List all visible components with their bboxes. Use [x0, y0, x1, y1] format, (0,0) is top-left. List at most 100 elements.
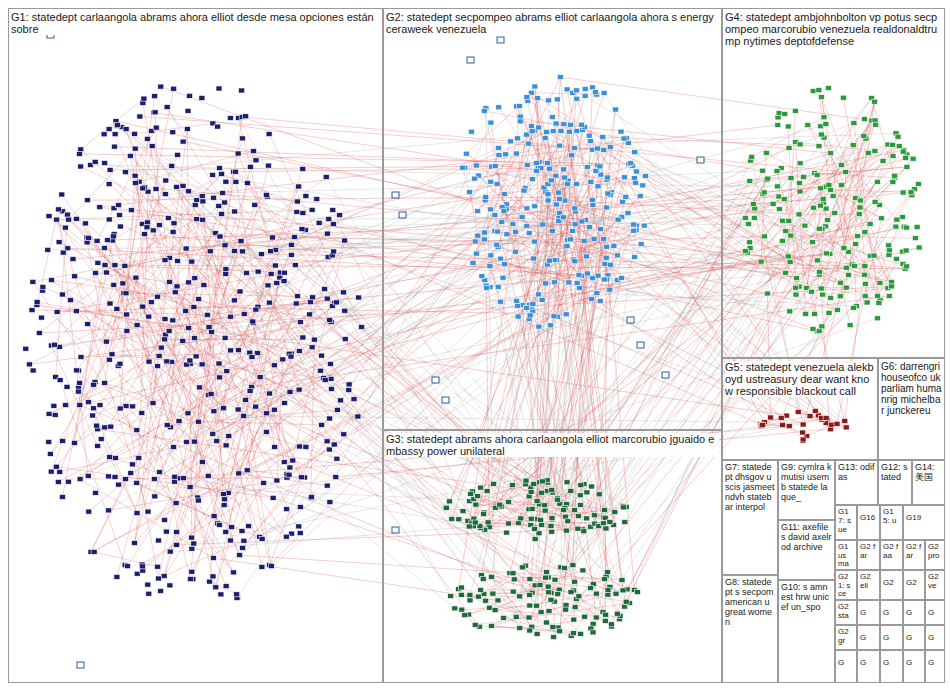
vertex-icon	[243, 114, 249, 119]
vertex-icon	[150, 401, 156, 406]
vertex-icon	[558, 128, 564, 133]
vertex-icon	[485, 520, 491, 525]
vertex-icon	[241, 538, 247, 543]
vertex-icon	[834, 307, 840, 312]
vertex-icon	[117, 224, 123, 229]
vertex-icon	[504, 232, 510, 237]
vertex-icon	[210, 172, 216, 177]
vertex-icon	[847, 323, 853, 328]
vertex-icon	[218, 592, 224, 597]
vertex-icon	[878, 216, 884, 221]
vertex-icon	[747, 179, 753, 184]
vertex-link	[484, 167, 907, 514]
vertex-icon	[194, 217, 200, 222]
vertex-icon	[533, 161, 539, 166]
vertex-icon	[324, 483, 330, 488]
vertex-icon	[780, 218, 786, 223]
vertex-icon	[763, 150, 769, 155]
vertex-icon	[530, 301, 536, 306]
vertex-icon	[331, 442, 337, 447]
vertex-icon	[890, 154, 896, 159]
vertex-icon	[592, 90, 598, 95]
vertex-icon	[187, 93, 193, 98]
vertex-icon	[564, 243, 570, 248]
vertex-icon	[146, 591, 152, 596]
vertex-icon	[237, 289, 243, 294]
vertex-icon	[184, 127, 190, 132]
vertex-icon	[97, 403, 103, 408]
vertex-icon	[890, 142, 896, 147]
vertex-icon	[613, 107, 619, 112]
vertex-icon	[787, 259, 793, 264]
vertex-link	[130, 156, 165, 335]
vertex-icon	[857, 198, 863, 203]
vertex-icon	[862, 293, 868, 298]
vertex-icon	[232, 209, 238, 214]
vertex-icon	[548, 178, 554, 183]
vertex-icon	[327, 317, 333, 322]
vertex-icon	[127, 153, 133, 158]
vertex-icon	[106, 217, 112, 222]
vertex-link	[843, 98, 880, 300]
vertex-icon	[496, 153, 502, 158]
vertex-icon	[810, 326, 816, 331]
vertex-icon	[786, 218, 792, 223]
vertex-icon	[896, 144, 902, 149]
vertex-icon	[818, 95, 824, 100]
vertex-icon	[72, 274, 78, 279]
vertex-icon	[105, 238, 111, 243]
vertex-icon	[133, 275, 139, 280]
vertex-icon	[572, 206, 578, 211]
vertex-icon	[167, 279, 173, 284]
vertex-link	[81, 167, 262, 255]
vertex-icon	[271, 363, 277, 368]
vertex-icon	[776, 111, 782, 116]
vertex-icon	[244, 271, 250, 276]
vertex-link	[39, 286, 891, 333]
vertex-icon	[620, 199, 626, 204]
vertex-icon	[297, 531, 303, 536]
vertex-icon	[231, 298, 237, 303]
vertex-icon	[56, 240, 62, 245]
vertex-icon	[628, 161, 634, 166]
vertex-icon	[816, 144, 822, 149]
vertex-icon	[140, 186, 146, 191]
vertex-icon	[297, 505, 303, 510]
vertex-icon	[114, 306, 120, 311]
vertex-icon	[627, 317, 634, 323]
vertex-icon	[776, 207, 782, 212]
vertex-icon	[536, 292, 542, 297]
vertex-icon	[601, 91, 607, 96]
vertex-icon	[231, 249, 237, 254]
vertex-icon	[787, 309, 793, 314]
vertex-icon	[566, 129, 572, 134]
vertex-icon	[561, 167, 567, 172]
vertex-icon	[152, 494, 158, 499]
vertex-link	[452, 186, 778, 519]
vertex-icon	[330, 222, 336, 227]
vertex-icon	[608, 262, 614, 267]
vertex-link	[37, 305, 787, 416]
vertex-icon	[912, 236, 918, 241]
vertex-link	[529, 205, 880, 618]
vertex-icon	[163, 529, 169, 534]
vertex-link	[576, 212, 804, 440]
vertex-icon	[359, 325, 365, 330]
vertex-icon	[169, 163, 175, 168]
vertex-icon	[903, 156, 909, 161]
vertex-icon	[788, 233, 794, 238]
vertex-icon	[782, 111, 788, 116]
vertex-icon	[106, 182, 112, 187]
vertex-icon	[231, 570, 237, 575]
vertex-icon	[517, 114, 523, 119]
vertex-link	[114, 285, 217, 441]
vertex-icon	[553, 202, 559, 207]
vertex-icon	[265, 283, 271, 288]
vertex-icon	[880, 158, 886, 163]
vertex-icon	[334, 456, 340, 461]
vertex-link	[872, 98, 895, 178]
vertex-link	[484, 138, 517, 239]
vertex-icon	[134, 511, 140, 516]
vertex-icon	[235, 151, 241, 156]
vertex-icon	[207, 249, 213, 254]
